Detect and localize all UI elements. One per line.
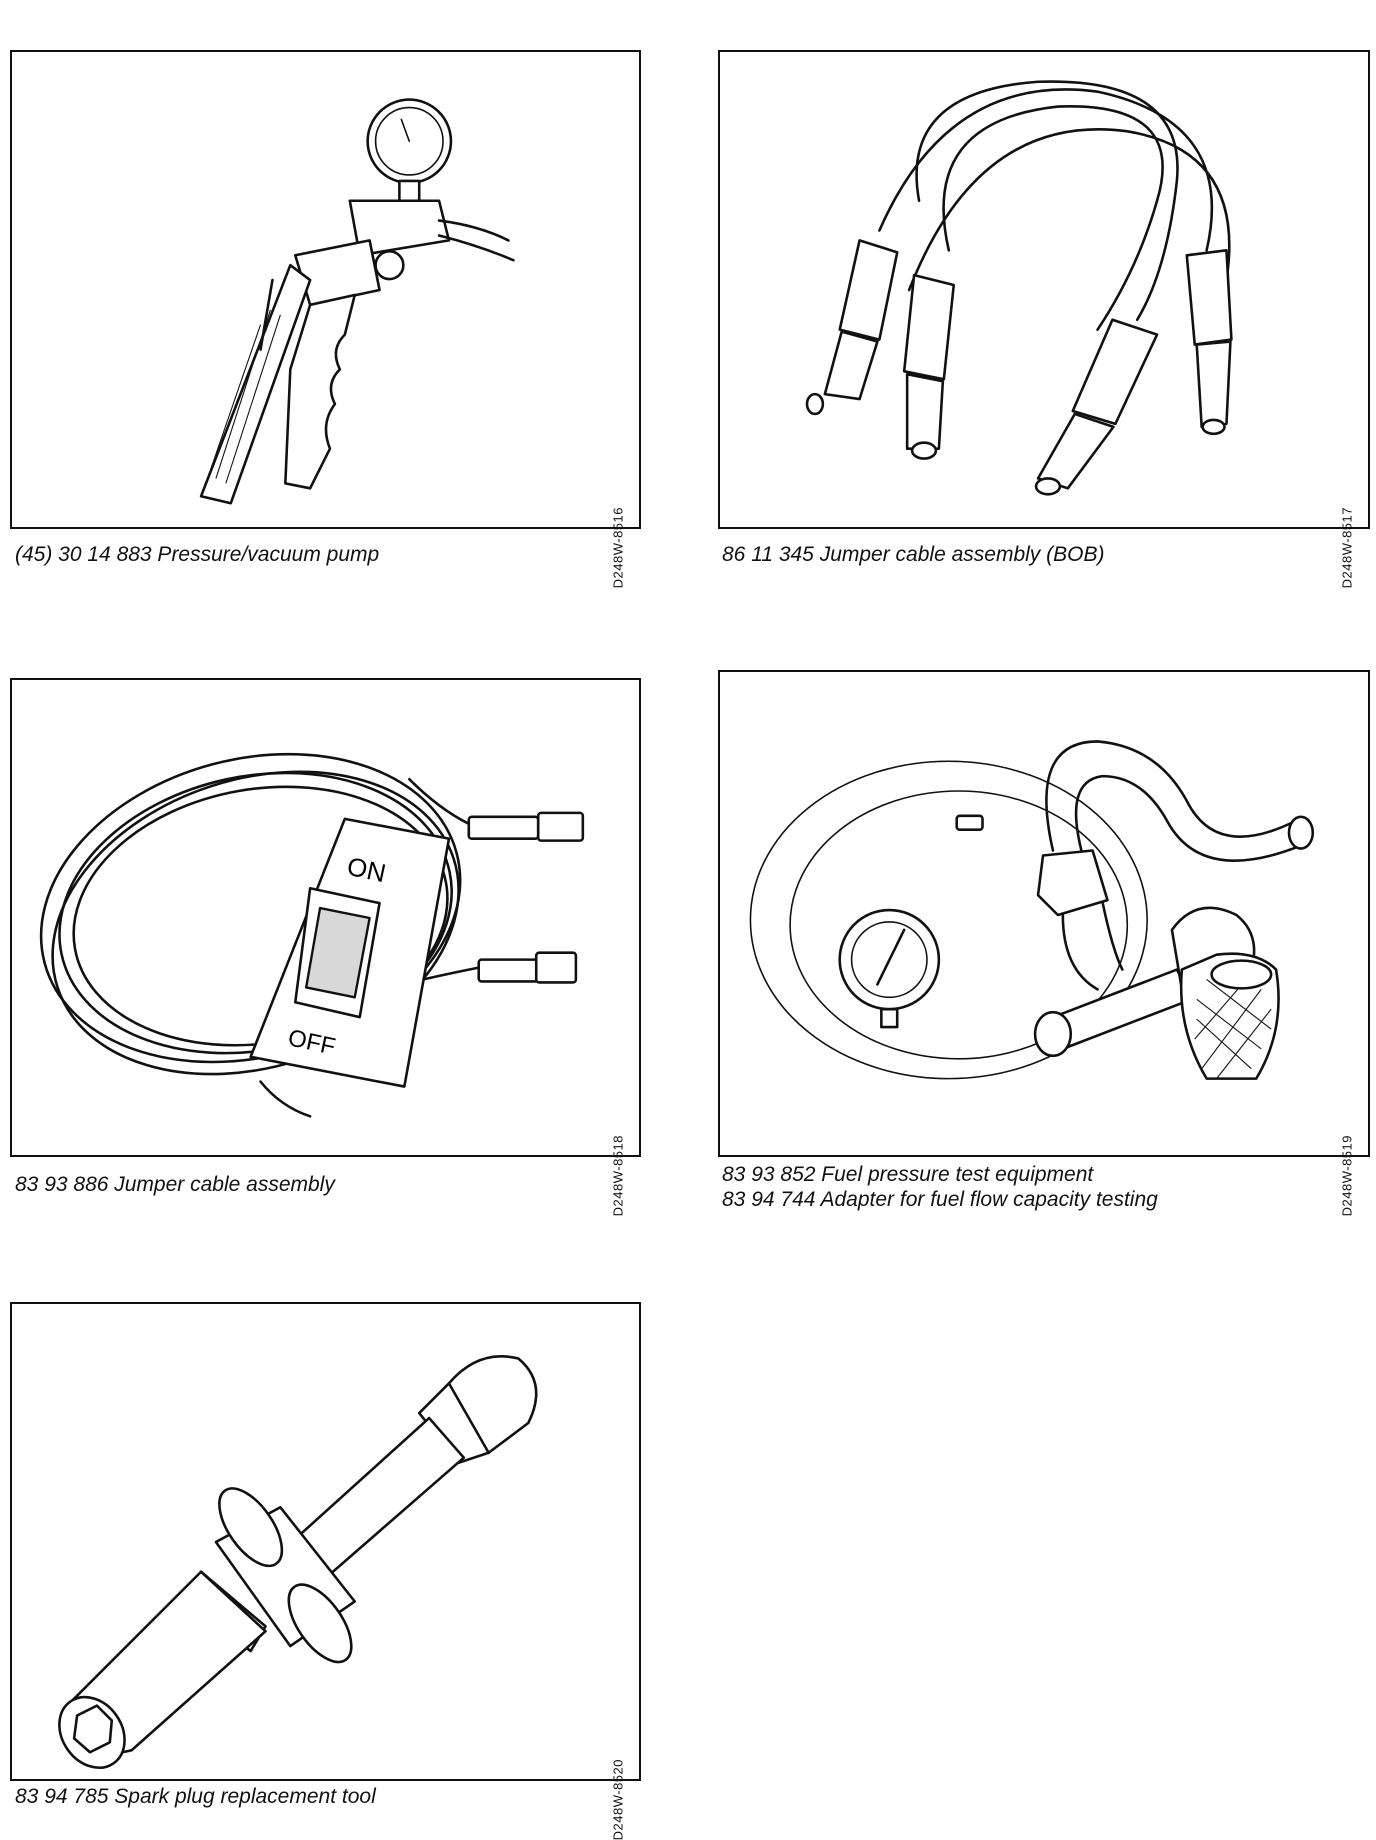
figure-code: D248W-8519 <box>1339 1135 1354 1217</box>
figure-caption: 86 11 345 Jumper cable assembly (BOB) <box>722 543 1105 566</box>
figure-caption: 83 93 886 Jumper cable assembly <box>15 1173 335 1196</box>
figure-caption: 83 93 852 Fuel pressure test equipment <box>722 1163 1094 1186</box>
figure-panel-jumper-cable-switch: ON OFF D248W-8518 <box>10 678 641 1216</box>
fuel-pressure-test-equipment-illustration <box>749 740 1315 1080</box>
spark-plug-tool-illustration <box>58 1355 538 1769</box>
figure-panel-spark-plug-tool: D248W-8520 <box>10 1302 641 1840</box>
figure-code: D248W-8518 <box>610 1135 625 1217</box>
figure-code: D248W-8520 <box>610 1759 625 1840</box>
figure-caption: (45) 30 14 883 Pressure/vacuum pump <box>15 543 380 566</box>
figure-caption: 83 94 785 Spark plug replacement tool <box>15 1785 376 1808</box>
figure-panel-pressure-vacuum-pump: D248W-8516 <box>10 50 641 588</box>
figure-panel-fuel-pressure-test-equipment: D248W-8519 <box>718 670 1370 1216</box>
figure-caption-line-2: 83 94 744 Adapter for fuel flow capacity… <box>722 1188 1158 1211</box>
jumper-cable-switch-illustration: ON OFF <box>39 752 585 1118</box>
pressure-vacuum-pump-illustration <box>199 98 515 505</box>
figure-panel-jumper-cable-bob: D248W-8517 <box>718 50 1370 588</box>
figure-code: D248W-8516 <box>610 507 625 589</box>
figure-code: D248W-8517 <box>1339 507 1354 589</box>
jumper-cable-bob-illustration <box>805 80 1233 496</box>
